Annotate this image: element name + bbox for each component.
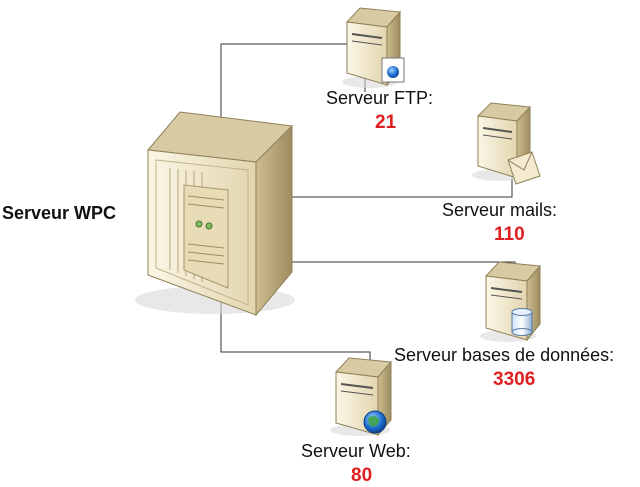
web-server-icon [330,357,393,437]
ftp-server-label: Serveur FTP: [326,88,434,108]
main-server-label: Serveur WPC [2,203,117,223]
mail-server-icon [472,102,541,185]
database-server-icon [480,261,542,342]
mail-port: 110 [494,224,525,245]
ftp-server-icon [342,7,405,88]
db-server-label: Serveur bases de données: [394,345,615,365]
db-port: 3306 [493,369,536,390]
connector-mail [228,178,513,198]
tower-server-icon [135,111,295,317]
web-server-label: Serveur Web: [301,441,411,461]
mail-server-label: Serveur mails: [442,200,558,220]
web-port: 80 [351,465,373,486]
ftp-port: 21 [375,112,397,133]
